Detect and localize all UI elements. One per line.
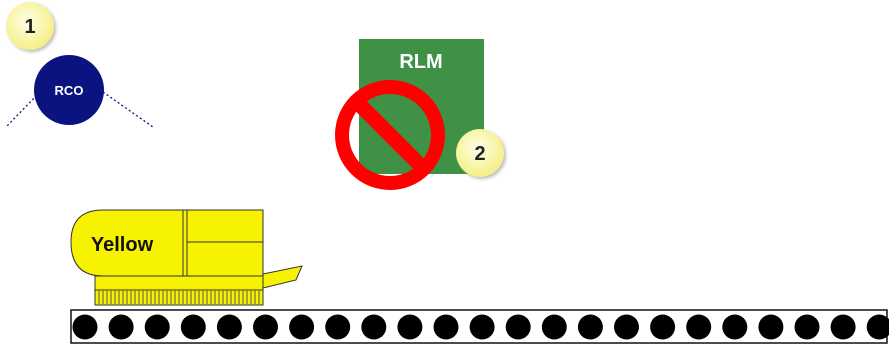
conveyor-roller <box>433 314 459 340</box>
conveyor-roller <box>722 314 748 340</box>
marker-2-label: 2 <box>474 143 485 165</box>
rco-node <box>34 55 104 125</box>
vehicle-track-treads <box>98 291 260 304</box>
vehicle-body <box>182 209 264 277</box>
marker-1-circle <box>6 2 54 50</box>
marker-2-circle <box>456 129 504 177</box>
marker-2: 2 <box>456 129 504 177</box>
vehicle-base <box>94 275 264 291</box>
rco-left-link <box>5 91 41 128</box>
no-entry-icon <box>335 80 445 190</box>
conveyor-roller <box>144 314 170 340</box>
rlm-label: RLM <box>399 51 442 73</box>
conveyor-roller <box>758 314 784 340</box>
conveyor-roller <box>650 314 676 340</box>
conveyor-roller <box>541 314 567 340</box>
conveyor-roller <box>289 314 315 340</box>
marker-1: 1 <box>6 2 54 50</box>
conveyor-roller <box>361 314 387 340</box>
conveyor-roller <box>577 314 603 340</box>
rco-right-link <box>102 91 154 128</box>
marker-1-label: 1 <box>24 16 35 38</box>
conveyor-roller <box>686 314 712 340</box>
rco-label: RCO <box>55 83 84 98</box>
conveyor-rollers <box>72 314 889 340</box>
conveyor-roller <box>216 314 242 340</box>
conveyor-roller <box>72 314 98 340</box>
conveyor-roller <box>397 314 423 340</box>
conveyor-roller <box>866 314 889 340</box>
conveyor-roller <box>505 314 531 340</box>
conveyor-roller <box>614 314 639 340</box>
conveyor-roller <box>794 314 820 340</box>
conveyor-roller <box>253 314 278 340</box>
conveyor-roller <box>108 314 134 340</box>
conveyor-roller <box>180 314 206 340</box>
rco-node-group: RCO <box>5 55 154 128</box>
conveyor-roller <box>830 314 856 340</box>
conveyor-roller <box>469 314 495 340</box>
conveyor-roller <box>325 314 351 340</box>
vehicle-label: Yellow <box>91 234 154 256</box>
conveyor-belt <box>70 309 889 344</box>
vehicle-ramp <box>262 265 303 289</box>
yellow-vehicle: Yellow <box>70 209 303 306</box>
